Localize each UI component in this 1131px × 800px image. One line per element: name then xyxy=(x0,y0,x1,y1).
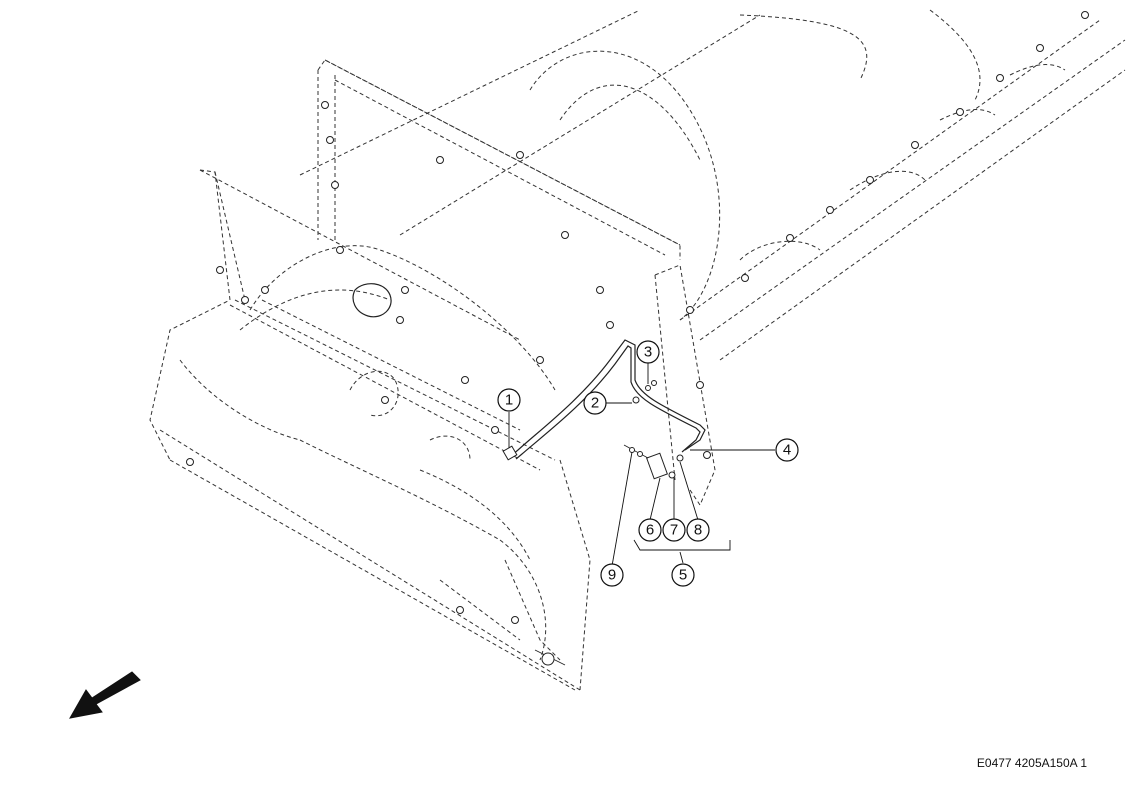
callout-9: 9 xyxy=(600,563,624,587)
callout-4-label: 4 xyxy=(783,442,791,459)
callout-6: 6 xyxy=(638,518,662,542)
bolts xyxy=(186,11,1089,624)
callout-3-label: 3 xyxy=(644,344,652,361)
drum-assembly xyxy=(299,9,1126,361)
callout-8: 8 xyxy=(686,518,710,542)
callout-7-label: 7 xyxy=(670,522,678,539)
callout-5-label: 5 xyxy=(679,567,687,584)
callout-2: 2 xyxy=(583,391,607,415)
callout-9-label: 9 xyxy=(608,567,616,584)
callout-6-label: 6 xyxy=(646,522,654,539)
callout-7: 7 xyxy=(662,518,686,542)
leader-lines xyxy=(508,363,775,567)
callout-2-label: 2 xyxy=(591,395,599,412)
callout-8-label: 8 xyxy=(694,522,702,539)
callout-5: 5 xyxy=(671,563,695,587)
figure-id: E0477 4205A150A 1 xyxy=(976,756,1087,770)
callout-1-label: 1 xyxy=(505,392,513,409)
hardware-parts xyxy=(502,380,684,480)
direction-arrow-icon xyxy=(69,671,141,719)
frame xyxy=(317,59,716,507)
callout-3: 3 xyxy=(636,340,660,364)
auger-assembly xyxy=(149,169,591,691)
callout-1: 1 xyxy=(497,388,521,412)
tube-line xyxy=(511,339,706,460)
callout-4: 4 xyxy=(775,438,799,462)
